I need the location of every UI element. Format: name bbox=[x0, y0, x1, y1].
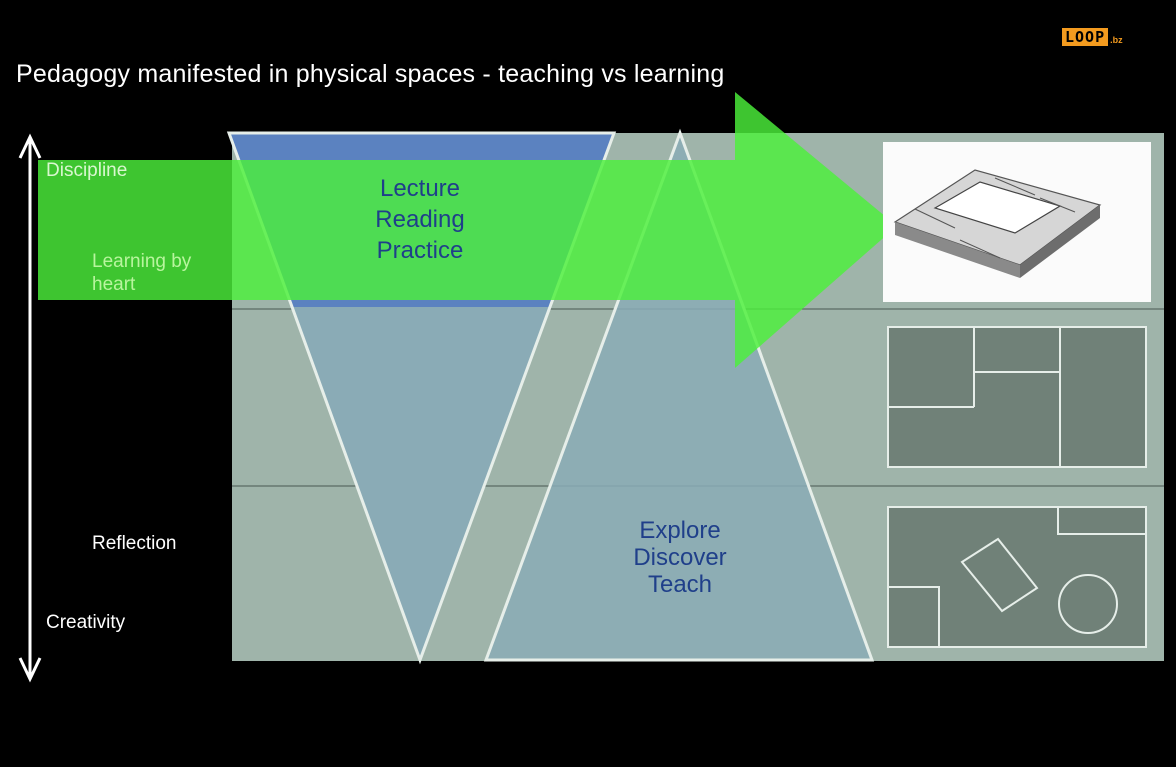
floorplan-open-image bbox=[887, 506, 1147, 648]
floorplan-rooms-image bbox=[887, 326, 1147, 468]
learning-word: Discover bbox=[633, 544, 727, 571]
teaching-words: Lecture Reading Practice bbox=[330, 173, 510, 266]
label-reflection: Reflection bbox=[92, 533, 177, 554]
label-creativity: Creativity bbox=[46, 612, 126, 633]
loop-logo: LOOP .bz bbox=[1062, 28, 1123, 46]
arrow-right-icon bbox=[38, 92, 897, 368]
teaching-word: Reading bbox=[375, 206, 465, 233]
logo-text: LOOP bbox=[1062, 28, 1109, 46]
learning-word: Explore bbox=[639, 517, 721, 544]
building-3d-image bbox=[883, 142, 1151, 302]
label-learning-by-heart: Learning by heart bbox=[92, 251, 192, 295]
slide-title: Pedagogy manifested in physical spaces -… bbox=[16, 60, 725, 88]
label-discipline: Discipline bbox=[46, 160, 128, 181]
teaching-word: Lecture bbox=[379, 175, 461, 202]
double-arrow-vertical-icon bbox=[18, 133, 42, 683]
learning-triangle bbox=[483, 128, 875, 662]
learning-word: Teach bbox=[647, 571, 713, 598]
teaching-word: Practice bbox=[376, 237, 464, 264]
logo-suffix: .bz bbox=[1110, 35, 1123, 45]
learning-words: Explore Discover Teach bbox=[590, 517, 770, 598]
